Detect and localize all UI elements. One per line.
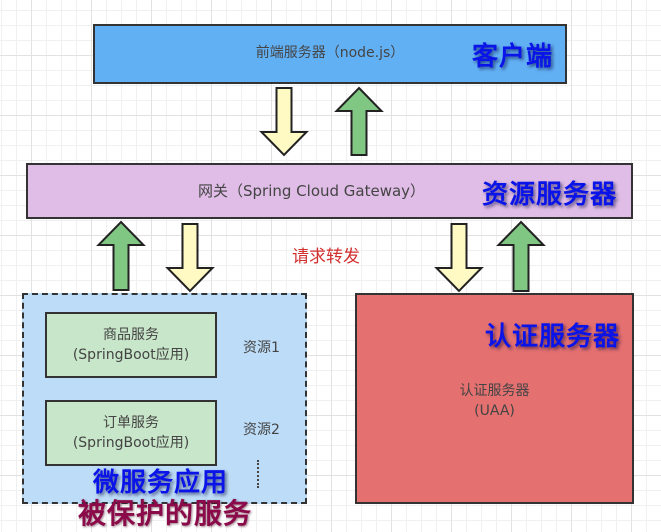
auth-server-name: 认证服务器 [459,383,530,399]
request-arrow-gateway-to-micro-icon [165,223,215,293]
response-arrow-auth-to-gateway-icon [496,220,546,292]
request-forward-label: 请求转发 [292,247,360,267]
service-kind: (SpringBoot应用) [72,435,190,451]
auth-server-box: 认证服务器 (UAA) [355,293,634,504]
request-arrow-frontend-to-gateway-icon [259,87,309,157]
resource-label-2: 资源2 [243,422,280,438]
service-box-product: 商品服务 (SpringBoot应用) [45,312,217,378]
client-tag: 客户端 [472,42,554,72]
resource-server-tag: 资源服务器 [482,180,618,210]
gateway-label: 网关（Spring Cloud Gateway） [198,182,426,200]
gateway-box: 网关（Spring Cloud Gateway） [26,163,633,219]
more-resources-ellipsis [257,460,259,488]
frontend-server-label: 前端服务器（node.js） [255,45,405,61]
microservices-tag: 微服务应用 [93,468,229,498]
service-name: 订单服务 [103,415,159,431]
service-box-order: 订单服务 (SpringBoot应用) [45,400,217,466]
request-arrow-gateway-to-auth-icon [434,223,484,293]
response-arrow-gateway-to-frontend-icon [334,86,384,156]
protected-services-tag: 被保护的服务 [78,497,253,530]
auth-server-tag: 认证服务器 [485,322,621,352]
resource-label-1: 资源1 [243,340,280,356]
auth-server-kind: (UAA) [474,403,515,419]
service-name: 商品服务 [103,327,159,343]
response-arrow-micro-to-gateway-icon [96,220,146,291]
service-kind: (SpringBoot应用) [72,347,190,363]
frontend-server-box: 前端服务器（node.js） [93,24,567,84]
